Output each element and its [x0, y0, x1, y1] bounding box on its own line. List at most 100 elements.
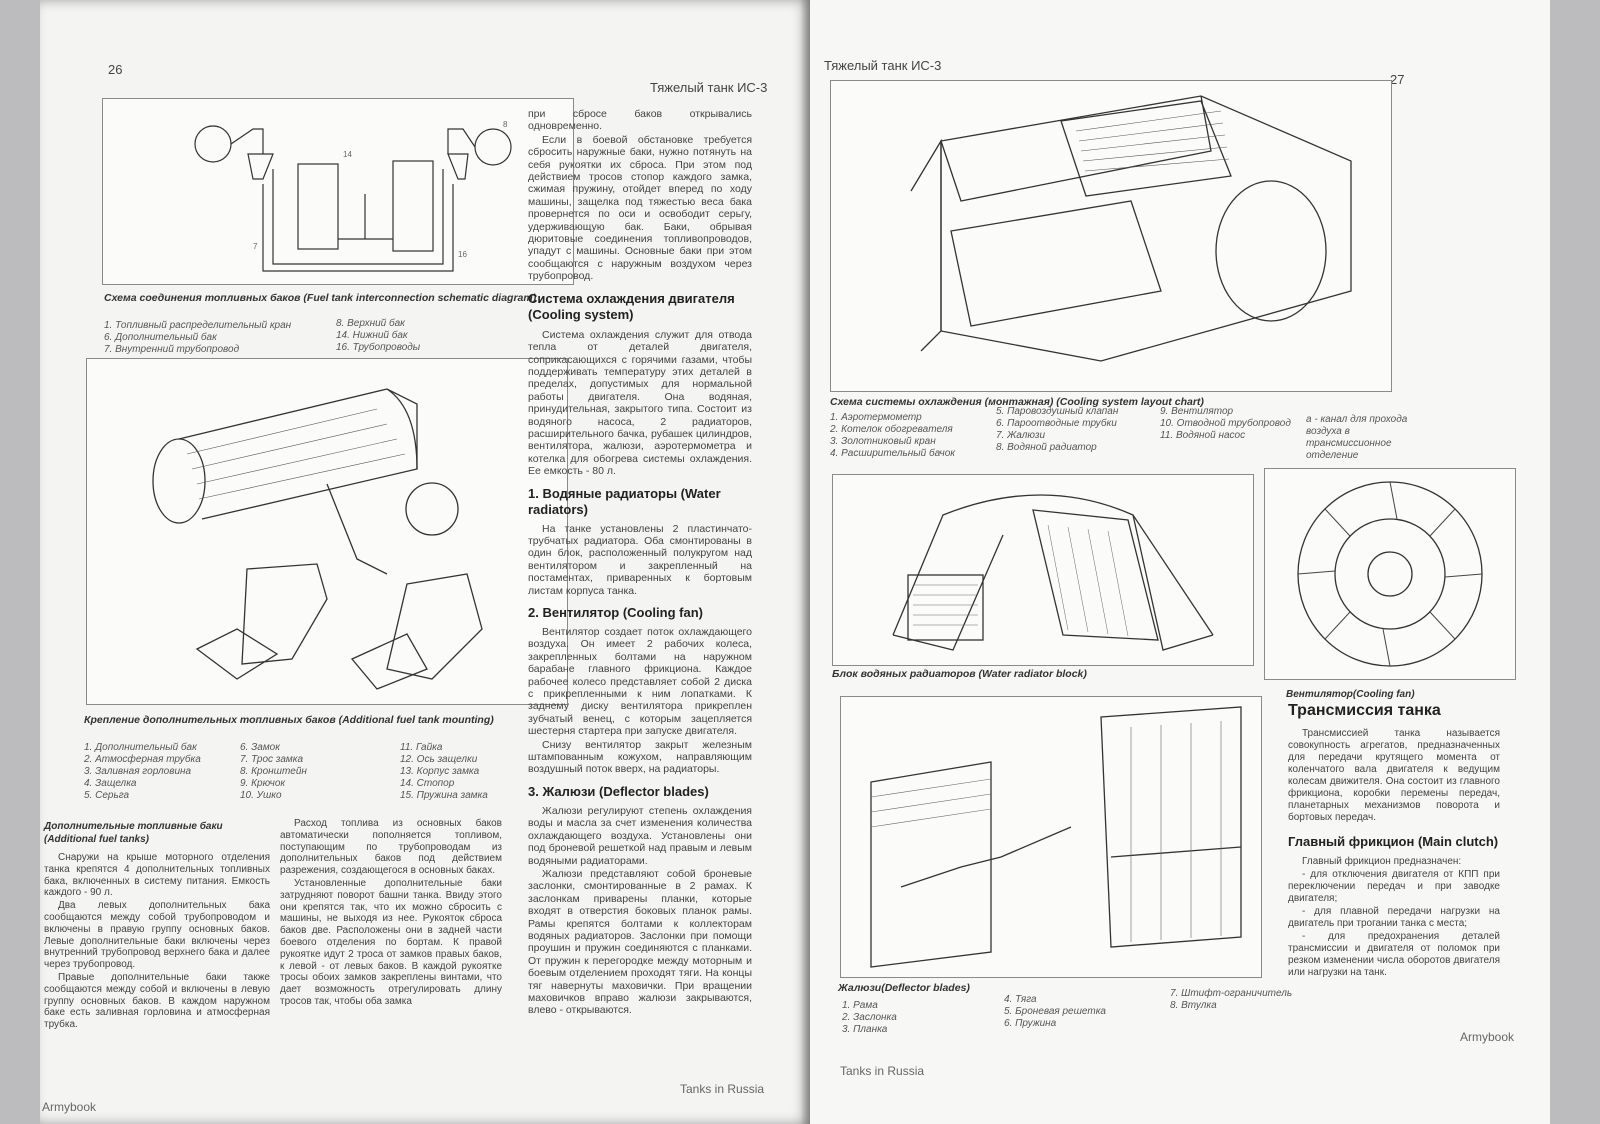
svg-text:14: 14: [343, 150, 352, 159]
legend-item: 4. Защелка: [84, 778, 137, 789]
legend-item: 10. Отводной трубопровод: [1160, 418, 1291, 429]
legend-item: 16. Трубопроводы: [336, 342, 421, 353]
cooling-fan-body: Вентилятор создает поток охлаждающего во…: [528, 626, 752, 776]
legend-item: 8. Втулка: [1170, 1000, 1217, 1011]
transmission-body: Трансмиссией танка называется совокупнос…: [1288, 728, 1500, 824]
paragraph: Вентилятор создает поток охлаждающего во…: [528, 626, 752, 738]
legend-item: 11. Гайка: [400, 742, 443, 753]
paragraph: На танке установлены 2 пластинчато-трубч…: [528, 522, 752, 597]
transmission-column: Трансмиссия танка Трансмиссией танка наз…: [1288, 702, 1500, 980]
legend-item: 2. Котелок обогревателя: [830, 424, 953, 435]
fuel-tank-schematic-figure: 7 16 14 8: [102, 98, 574, 285]
fuel-tank-legend-col1: 1. Топливный распределительный кран 6. Д…: [104, 320, 334, 356]
additional-tanks-heading: Дополнительные топливные баки (Additiona…: [44, 821, 223, 845]
right-page: Тяжелый танк ИС-3 27 Схема системы охлаж…: [810, 0, 1550, 1124]
cooling-legend-col3: 9. Вентилятор 10. Отводной трубопровод 1…: [1160, 406, 1300, 442]
page-number-left: 26: [108, 62, 123, 77]
paragraph: Жалюзи представляют собой броневые засло…: [528, 867, 752, 1017]
paragraph: Установленные дополнительные баки затруд…: [280, 877, 502, 1007]
water-radiators-heading: 1. Водяные радиаторы (Water radiators): [528, 485, 721, 517]
main-clutch-body: Главный фрикцион предназначен: - для отк…: [1288, 856, 1500, 979]
tank-mounting-caption: Крепление дополнительных топливных баков…: [84, 714, 494, 726]
legend-item: 6. Замок: [240, 742, 280, 753]
legend-item: 3. Золотниковый кран: [830, 436, 936, 447]
running-head-right: Тяжелый танк ИС-3: [824, 58, 942, 73]
legend-item: 8. Водяной радиатор: [996, 442, 1097, 453]
paragraph: Снизу вентилятор закрыт железным штампов…: [528, 738, 752, 776]
paragraph: Главный фрикцион предназначен:: [1302, 856, 1462, 867]
legend-item: 4. Тяга: [1004, 994, 1037, 1005]
footer-right-series: Tanks in Russia: [840, 1064, 925, 1078]
paragraph: Жалюзи регулируют степень охлаждения вод…: [528, 804, 752, 867]
cooling-fan-figure: [1264, 468, 1516, 680]
legend-item: 8. Верхний бак: [336, 318, 405, 329]
tank-release-text: при сбросе баков открывались одновременн…: [528, 108, 752, 283]
deflector-blades-caption: Жалюзи(Deflector blades): [838, 982, 970, 994]
legend-item: 7. Штифт-ограничитель: [1170, 988, 1293, 999]
legend-item: 11. Водяной насос: [1160, 430, 1246, 441]
legend-item: 5. Броневая решетка: [1004, 1006, 1106, 1017]
legend-item: 9. Вентилятор: [1160, 406, 1234, 417]
cooling-layout-figure: [830, 80, 1392, 392]
cooling-system-body: Система охлаждения служит для отвода теп…: [528, 329, 752, 478]
tank-mounting-legend-col3: 11. Гайка 12. Ось защелки 13. Корпус зам…: [400, 742, 560, 802]
fuel-tank-legend-col2: 8. Верхний бак 14. Нижний бак 16. Трубоп…: [336, 318, 536, 354]
legend-item: 13. Корпус замка: [400, 766, 480, 777]
water-radiators-body: На танке установлены 2 пластинчато-трубч…: [528, 523, 752, 597]
blades-legend-col3: 7. Штифт-ограничитель 8. Втулка: [1170, 988, 1320, 1012]
svg-text:16: 16: [458, 250, 467, 259]
running-head-left: Тяжелый танк ИС-3: [650, 80, 768, 95]
radiator-block-drawing: [892, 494, 1214, 651]
tank-mounting-legend-col1: 1. Дополнительный бак 2. Атмосферная тру…: [84, 742, 244, 802]
legend-item: 6. Дополнительный бак: [104, 332, 217, 343]
legend-item: 1. Дополнительный бак: [84, 742, 197, 753]
legend-item: 2. Заслонка: [842, 1012, 897, 1023]
paragraph: Система охлаждения служит для отвода теп…: [528, 328, 752, 478]
legend-item: 14. Нижний бак: [336, 330, 408, 341]
cooling-fan-caption: Вентилятор(Cooling fan): [1286, 689, 1415, 700]
paragraph: при сбросе баков открывались одновременн…: [528, 108, 752, 133]
svg-text:7: 7: [253, 242, 258, 251]
paragraph: - для плавной передачи нагрузки на двига…: [1288, 906, 1500, 929]
deflector-blades-heading: 3. Жалюзи (Deflector blades): [528, 783, 709, 799]
tank-mounting-legend-col2: 6. Замок 7. Трос замка 8. Кронштейн 9. К…: [240, 742, 390, 802]
legend-item: 7. Внутренний трубопровод: [104, 344, 240, 355]
cooling-legend-col4: а - канал для прохода воздуха в трансмис…: [1306, 414, 1426, 462]
radiator-block-figure: [832, 474, 1254, 666]
blades-legend-col2: 4. Тяга 5. Броневая решетка 6. Пружина: [1004, 994, 1164, 1030]
footer-left-series: Tanks in Russia: [680, 1082, 765, 1096]
paragraph: Расход топлива из основных баков автомат…: [280, 818, 502, 877]
additional-tanks-body: Снаружи на крыше моторного отделения тан…: [44, 852, 270, 1031]
tank-mounting-figure: [86, 358, 568, 705]
legend-item: 8. Кронштейн: [240, 766, 307, 777]
cooling-legend-col1: 1. Аэротермометр 2. Котелок обогревателя…: [830, 412, 1000, 460]
legend-item: 3. Заливная горловина: [84, 766, 192, 777]
legend-item: 7. Жалюзи: [996, 430, 1046, 441]
page-number-right: 27: [1390, 72, 1405, 87]
svg-text:8: 8: [503, 120, 508, 129]
cooling-text-column: при сбросе баков открывались одновременн…: [528, 108, 752, 1018]
legend-item: 6. Пружина: [1004, 1018, 1057, 1029]
legend-item: 10. Ушко: [240, 790, 282, 801]
paragraph: Трансмиссией танка называется совокупнос…: [1288, 728, 1500, 823]
deflector-blades-figure: [840, 696, 1262, 978]
transmission-heading: Трансмиссия танка: [1288, 702, 1441, 719]
fuel-tank-schematic-drawing: 7 16 14 8: [194, 120, 512, 272]
cooling-fan-drawing: [1297, 481, 1483, 667]
paragraph: Если в боевой обстановке требуется сброс…: [528, 133, 752, 283]
main-clutch-heading: Главный фрикцион (Main clutch): [1288, 834, 1499, 849]
legend-item: 1. Рама: [842, 1000, 878, 1011]
footer-left-brand: Armybook: [42, 1100, 97, 1114]
legend-item: 1. Аэротермометр: [830, 412, 922, 423]
legend-item: 1. Топливный распределительный кран: [104, 320, 292, 331]
blades-legend-col1: 1. Рама 2. Заслонка 3. Планка: [842, 1000, 992, 1036]
cooling-layout-drawing: [910, 95, 1352, 362]
paragraph: Правые дополнительные баки также сообщаю…: [44, 971, 270, 1031]
legend-item: 7. Трос замка: [240, 754, 304, 765]
legend-item: 15. Пружина замка: [400, 790, 488, 801]
tank-mounting-drawing: [152, 388, 483, 690]
deflector-blades-drawing: [870, 706, 1242, 968]
fuel-tank-schematic-caption: Схема соединения топливных баков (Fuel t…: [104, 292, 537, 304]
cooling-fan-heading: 2. Вентилятор (Cooling fan): [528, 605, 703, 620]
